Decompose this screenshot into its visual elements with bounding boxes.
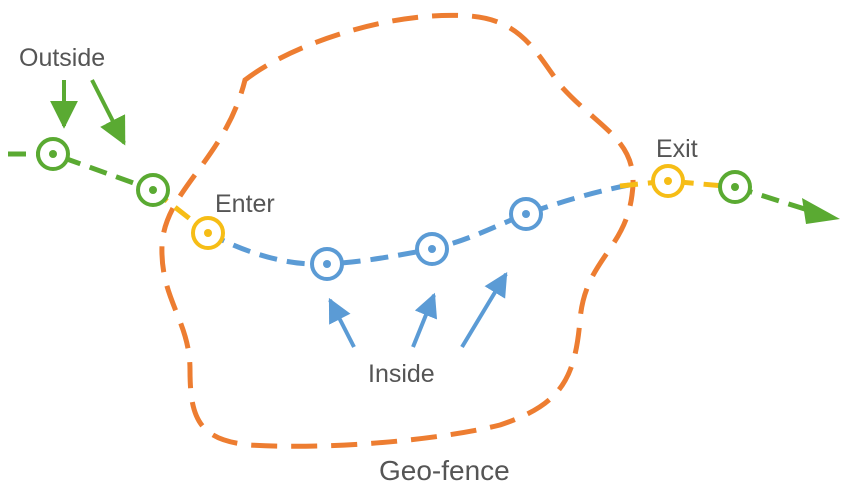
target-point-icon bbox=[415, 232, 449, 266]
target-point-icon bbox=[136, 173, 170, 207]
inside-label: Inside bbox=[368, 360, 435, 388]
enter-label: Enter bbox=[215, 190, 275, 218]
inside-pointer-arrow bbox=[460, 271, 508, 349]
path-exit-segment bbox=[619, 178, 736, 190]
path-outside-in bbox=[8, 151, 154, 193]
inside-pointer-arrow bbox=[411, 292, 438, 348]
target-point-icon bbox=[310, 247, 344, 281]
target-point-icon bbox=[718, 170, 752, 204]
target-point-icon bbox=[651, 164, 685, 198]
inside-pointer-arrow bbox=[328, 297, 356, 348]
target-point-icon bbox=[36, 137, 70, 171]
target-point-icon bbox=[509, 197, 543, 231]
outside-pointer-arrow bbox=[90, 79, 126, 146]
arrow-right-icon bbox=[802, 198, 840, 224]
geofence-boundary bbox=[159, 12, 636, 449]
outside-label: Outside bbox=[19, 44, 105, 72]
exit-label: Exit bbox=[656, 135, 698, 163]
geofence-label: Geo-fence bbox=[379, 455, 510, 486]
target-point-icon bbox=[191, 216, 225, 250]
